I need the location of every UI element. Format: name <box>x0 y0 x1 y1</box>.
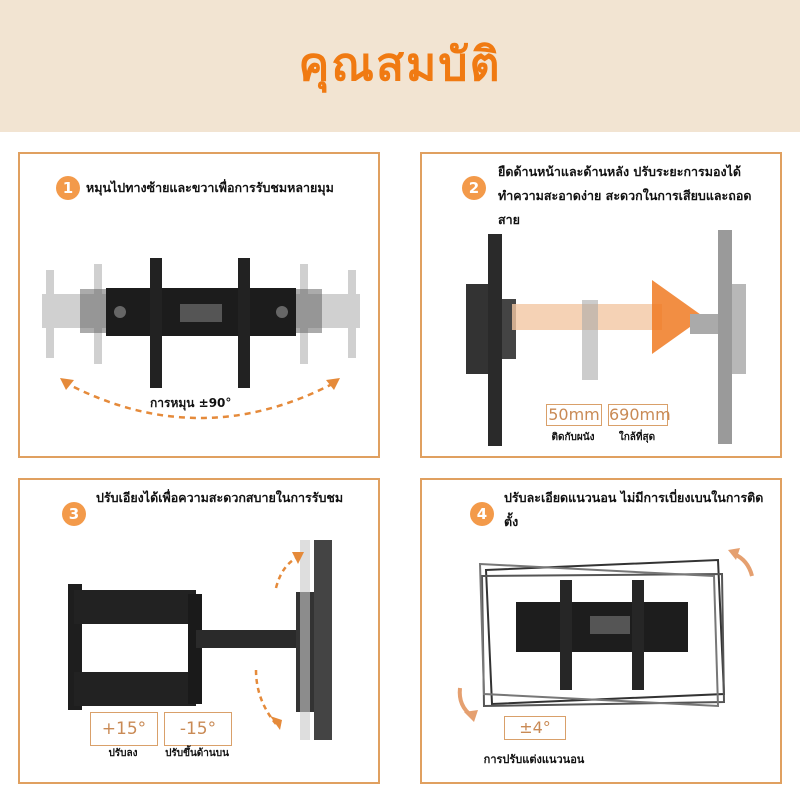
tilt-down-box: +15° <box>90 712 158 746</box>
level-mount-illustration <box>457 548 754 722</box>
feature-panel-extension: 2 ยืดด้านหน้าและด้านหลัง ปรับระยะการมองไ… <box>420 152 782 458</box>
swivel-mount-illustration <box>42 258 360 420</box>
page-title: คุณสมบัติ <box>298 37 502 91</box>
rotation-label: การหมุน ±90° <box>150 396 232 410</box>
feature-caption: หมุนไปทางซ้ายและขวาเพื่อการรับชมหลายมุม <box>86 180 334 195</box>
min-distance-value: 50mm <box>548 405 600 424</box>
feature-panel-swivel: 1 หมุนไปทางซ้ายและขวาเพื่อการรับชมหลายมุ… <box>18 152 380 458</box>
feature-caption: ปรับเอียงได้เพื่อความสะดวกสบายในการรับชม <box>96 490 344 505</box>
feature-number-badge: 3 <box>62 502 86 526</box>
min-distance-box: 50mm <box>546 404 602 426</box>
level-label: การปรับแต่งแนวนอน <box>483 753 585 766</box>
tilt-down-label: ปรับลง <box>108 748 138 759</box>
level-box: ±4° <box>504 716 566 740</box>
feature-number-badge: 2 <box>462 176 486 200</box>
max-distance-box: 690mm <box>608 404 671 426</box>
extension-mount-illustration <box>466 230 746 446</box>
feature-panel-tilt: 3 ปรับเอียงได้เพื่อความสะดวกสบายในการรับ… <box>18 478 380 784</box>
tilt-down-value: +15° <box>101 719 147 739</box>
tilt-up-label: ปรับขึ้นด้านบน <box>165 748 229 759</box>
feature-number-badge: 4 <box>470 502 494 526</box>
min-distance-label: ติดกับผนัง <box>551 432 595 443</box>
header-banner: คุณสมบัติ <box>0 0 800 132</box>
level-value: ±4° <box>519 718 551 737</box>
feature-panel-level: 4 ปรับละเอียดแนวนอน ไม่มีการเบี่ยงเบนในก… <box>420 478 782 784</box>
feature-caption: ยืดด้านหน้าและด้านหลัง ปรับระยะการมองได้… <box>498 164 752 227</box>
tilt-up-box: -15° <box>164 712 232 746</box>
tilt-up-value: -15° <box>179 719 217 739</box>
max-distance-value: 690mm <box>609 405 671 424</box>
tilt-mount-illustration <box>68 540 332 740</box>
max-distance-label: ใกล้ที่สุด <box>618 432 656 443</box>
feature-number-badge: 1 <box>56 176 80 200</box>
feature-caption: ปรับละเอียดแนวนอน ไม่มีการเบี่ยงเบนในการ… <box>504 490 764 529</box>
